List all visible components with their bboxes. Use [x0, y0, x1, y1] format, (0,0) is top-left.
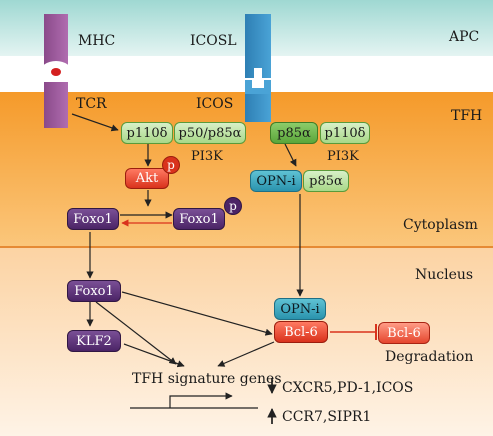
klf2-node: KLF2: [67, 330, 121, 352]
nucleus-label: Nucleus: [415, 267, 474, 283]
upregulated-genes: CXCR5,PD-1,ICOS: [282, 380, 414, 396]
degradation-label: Degradation: [385, 349, 474, 365]
akt-phospho-badge: p: [162, 156, 180, 174]
arrow-klf2-to-genes: [123, 343, 185, 368]
cytoplasm-label: Cytoplasm: [403, 217, 478, 233]
p85-alpha-opn: p85α: [303, 170, 349, 192]
bcl6-node: Bcl-6: [274, 321, 328, 343]
p110-delta-left: p110δ: [121, 122, 173, 144]
opn-i-nucleus: OPN-i: [274, 298, 326, 320]
bcl6-degraded: Bcl-6: [378, 322, 430, 344]
foxo1-cytoplasm-right: Foxo1: [173, 208, 225, 230]
mhc-label: MHC: [78, 33, 116, 49]
tcr-receptor: [44, 82, 68, 128]
icosl-notch: [245, 58, 271, 78]
akt-node: Akt: [125, 168, 169, 189]
antigen-peptide: [51, 68, 61, 76]
icosl-label: ICOSL: [190, 33, 237, 49]
p85-alpha-right: p85α: [270, 122, 318, 144]
transcription-start-arrow: [169, 392, 233, 408]
arrow-tcr-to-pi3k: [71, 113, 119, 132]
icosl-receptor: [245, 14, 271, 60]
tcr-label: TCR: [76, 96, 107, 112]
arrow-foxo1-to-bcl6: [121, 291, 273, 336]
opn-i-cytoplasm: OPN-i: [250, 170, 302, 192]
arrow-foxo1-to-genes: [95, 301, 177, 365]
pi3k-right-label: PI3K: [327, 149, 359, 164]
tfh-signature-genes-label: TFH signature genes: [132, 371, 282, 387]
pi3k-left-label: PI3K: [191, 149, 223, 164]
foxo1-phospho-badge: p: [224, 197, 242, 215]
foxo1-cytoplasm-left: Foxo1: [67, 208, 119, 230]
tfh-label: TFH: [451, 108, 483, 124]
icos-label: ICOS: [196, 96, 234, 112]
p50-p85-alpha: p50/p85α: [174, 122, 246, 144]
apc-label: APC: [449, 29, 480, 45]
icos-receptor: [245, 94, 271, 122]
downregulated-genes: CCR7,SIPR1: [282, 409, 372, 425]
icos-cup: [245, 80, 271, 96]
foxo1-nucleus: Foxo1: [67, 280, 121, 302]
arrow-bcl6-to-genes: [217, 341, 275, 367]
arrow-icos-to-p85: [284, 143, 297, 167]
p110-delta-right: p110δ: [320, 122, 370, 144]
